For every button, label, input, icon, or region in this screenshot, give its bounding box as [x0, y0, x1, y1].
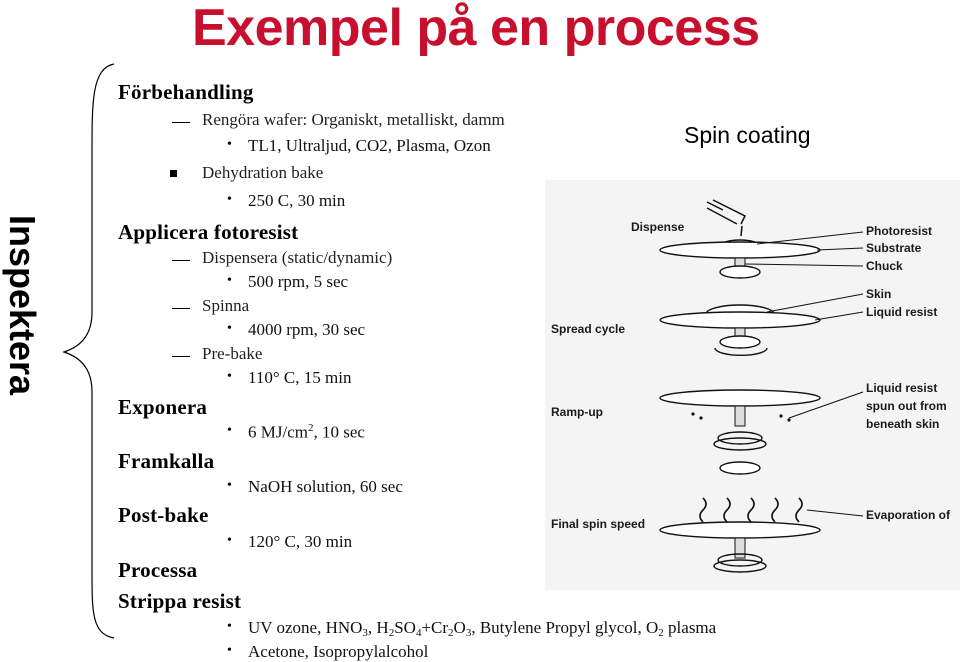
item-rengora: Rengöra wafer: Organiskt, metalliskt, da…: [202, 110, 505, 129]
bullet-marker: •: [227, 273, 232, 288]
step-label: Final spin speed: [551, 517, 646, 531]
item-tl1: TL1, Ultraljud, CO2, Plasma, Ozon: [248, 136, 491, 155]
item-strippa-solvents: Acetone, Isopropylalcohol: [248, 642, 429, 661]
part-label: Chuck: [866, 259, 903, 273]
step-label: Dispense: [631, 220, 685, 234]
heading-processa: Processa: [118, 558, 198, 582]
item-framkalla-value: NaOH solution, 60 sec: [248, 477, 403, 496]
spin-coating-title: Spin coating: [684, 122, 811, 148]
step-label: Ramp-up: [551, 405, 603, 419]
bullet-marker: •: [227, 619, 232, 634]
bullet-marker: •: [227, 533, 232, 548]
item-dehydration-value: 250 C, 30 min: [248, 191, 346, 210]
step-label: Spread cycle: [551, 322, 626, 336]
item-prebake: Pre-bake: [202, 344, 263, 363]
square-marker: [170, 170, 177, 177]
bullet-marker: •: [227, 643, 232, 658]
item-dehydration: Dehydration bake: [202, 163, 324, 182]
item-dispensera: Dispensera (static/dynamic): [202, 248, 393, 267]
part-label: Liquid resist: [866, 305, 938, 319]
dash-marker: [172, 260, 190, 262]
bullet-marker: •: [227, 192, 232, 207]
part-label: Substrate: [866, 241, 922, 255]
item-spinna: Spinna: [202, 296, 250, 315]
curly-brace: [62, 63, 115, 639]
heading-postbake: Post-bake: [118, 503, 209, 527]
bullet-marker: •: [227, 369, 232, 384]
dash-marker: [172, 308, 190, 310]
bullet-marker: •: [227, 423, 232, 438]
spin-coating-drawing: [545, 180, 960, 590]
heading-exponera: Exponera: [118, 395, 208, 419]
part-label: Liquid resist: [866, 381, 938, 395]
spin-coating-diagram: Dispense Spread cycle Ramp-up Final spin…: [545, 180, 960, 590]
dash-marker: [172, 356, 190, 358]
part-label: Evaporation of: [866, 508, 951, 522]
part-label: beneath skin: [866, 417, 940, 431]
slide-title: Exempel på en process: [192, 0, 760, 57]
bullet-marker: •: [227, 137, 232, 152]
bullet-marker: •: [227, 478, 232, 493]
dash-marker: [172, 122, 190, 124]
item-strippa-chemicals: UV ozone, HNO3, H2SO4+Cr2O3, Butylene Pr…: [248, 618, 717, 639]
heading-framkalla: Framkalla: [118, 449, 215, 473]
item-prebake-value: 110° C, 15 min: [248, 368, 352, 387]
heading-forbehandling: Förbehandling: [118, 80, 254, 104]
part-label: spun out from: [866, 399, 947, 413]
item-dispensera-value: 500 rpm, 5 sec: [248, 272, 349, 291]
bullet-marker: •: [227, 321, 232, 336]
part-label: Skin: [866, 287, 892, 301]
side-label: Inspektera: [2, 214, 43, 396]
item-spinna-value: 4000 rpm, 30 sec: [248, 320, 366, 339]
item-postbake-value: 120° C, 30 min: [248, 532, 353, 551]
item-exponera-value: 6 MJ/cm2, 10 sec: [248, 422, 365, 442]
heading-applicera: Applicera fotoresist: [118, 220, 299, 244]
part-label: Photoresist: [866, 224, 933, 238]
heading-strippa: Strippa resist: [118, 589, 242, 613]
